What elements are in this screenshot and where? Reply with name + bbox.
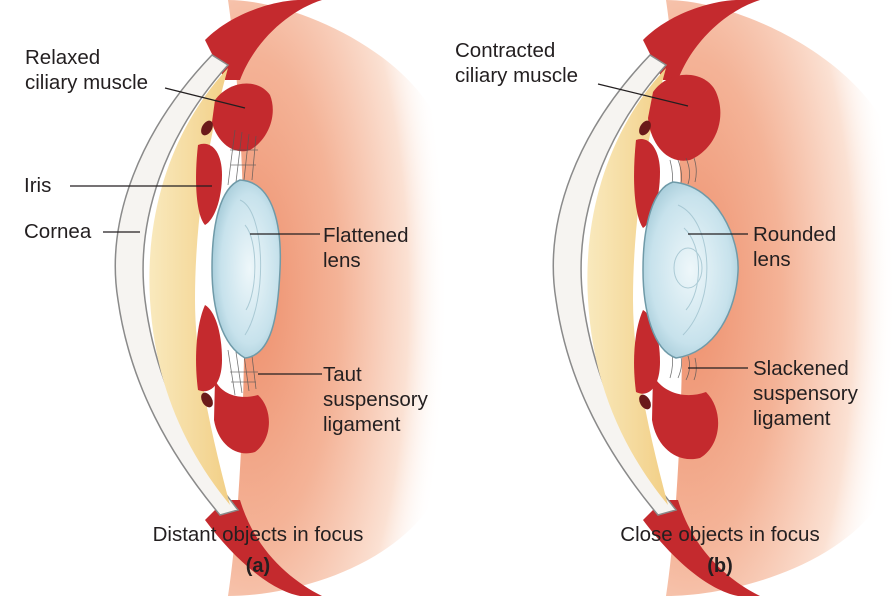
label-ciliary-muscle: Contracted ciliary muscle bbox=[455, 39, 579, 87]
label-cornea: Cornea bbox=[24, 220, 92, 243]
eye-diagram-distant bbox=[70, 0, 448, 596]
caption: Close objects in focus bbox=[620, 523, 820, 546]
label-ligament: Taut suspensory ligament bbox=[323, 363, 428, 436]
label-ligament: Slackened suspensory ligament bbox=[753, 357, 858, 430]
ligament-fibers-top bbox=[227, 129, 258, 186]
choroid-region bbox=[228, 0, 448, 596]
label-lens: Flattened lens bbox=[323, 224, 409, 272]
label-lens: Rounded lens bbox=[753, 223, 837, 271]
panel-distant-focus: Relaxed ciliary muscle Iris Cornea Flatt… bbox=[24, 0, 448, 596]
cornea-shape bbox=[114, 54, 240, 516]
leader-lines-a bbox=[70, 87, 322, 375]
label-ciliary-muscle: Relaxed ciliary muscle bbox=[25, 46, 149, 94]
caption: Distant objects in focus bbox=[152, 523, 364, 546]
ligament-fibers-bottom bbox=[227, 349, 258, 396]
sclera-band bbox=[643, 0, 760, 80]
sclera-band bbox=[205, 0, 322, 80]
leader-lines-b bbox=[597, 83, 748, 369]
iris-upper bbox=[196, 143, 222, 225]
cornea-shape bbox=[552, 54, 678, 516]
lens-flattened bbox=[211, 179, 282, 359]
anterior-chamber bbox=[149, 68, 230, 505]
label-iris: Iris bbox=[24, 174, 52, 197]
eye-diagram-close bbox=[552, 0, 896, 596]
anterior-chamber bbox=[587, 68, 668, 505]
iris-lower bbox=[196, 305, 222, 392]
ciliary-muscle-top bbox=[648, 74, 721, 161]
panel-close-focus: Contracted ciliary muscle Rounded lens S… bbox=[448, 0, 896, 596]
lens-rounded bbox=[642, 181, 739, 359]
panel-sublabel: (a) bbox=[245, 555, 271, 577]
ciliary-muscle-top bbox=[212, 83, 273, 152]
ciliary-muscle-bottom bbox=[652, 375, 719, 460]
panel-sublabel: (b) bbox=[707, 555, 733, 577]
ciliary-muscle-bottom bbox=[214, 380, 269, 454]
choroid-region bbox=[666, 0, 896, 596]
